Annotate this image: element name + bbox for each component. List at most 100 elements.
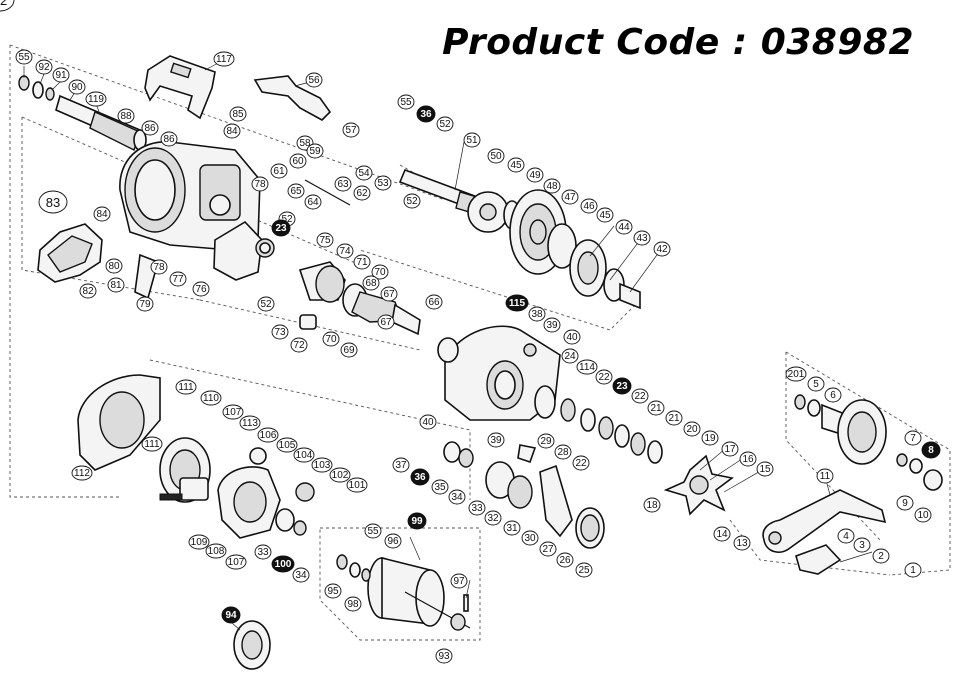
- part-callout-34-badge: [292, 567, 310, 583]
- part-callout-4-badge: [837, 528, 855, 544]
- part-callout-110-badge: [200, 390, 222, 406]
- part-callout-85-badge: [229, 106, 247, 122]
- part-callout-7: 7: [910, 433, 916, 444]
- part-callout-23-badge: [612, 377, 632, 395]
- part-callout-67: 67: [380, 317, 392, 328]
- part-callout-23-badge: [271, 219, 291, 237]
- part-callout-47: 47: [564, 192, 576, 203]
- part-callout-74-badge: [336, 243, 354, 259]
- part-callout-36: 36: [420, 109, 432, 120]
- part-callout-61-badge: [270, 163, 288, 179]
- part-callout-70-badge: [371, 264, 389, 280]
- part-callout-36: 36: [414, 472, 426, 483]
- part-callout-31: 31: [506, 523, 518, 534]
- part-callout-119: 119: [88, 94, 104, 105]
- long-screw-part: [304, 179, 351, 206]
- part-callout-5: 5: [813, 379, 819, 390]
- part-callout-21: 21: [668, 413, 680, 424]
- part-callout-80-badge: [105, 258, 123, 274]
- part-callout-37: 37: [395, 460, 407, 471]
- part-callout-18: 18: [646, 500, 658, 511]
- part-callout-20-badge: [683, 421, 701, 437]
- part-callout-40-badge: [563, 329, 581, 345]
- part-callout-29-badge: [537, 433, 555, 449]
- part-callout-42: 42: [656, 244, 668, 255]
- part-callout-47-badge: [561, 189, 579, 205]
- part-callout-25-badge: [575, 562, 593, 578]
- part-callout-22: 22: [598, 372, 610, 383]
- part-callout-78-badge: [150, 259, 168, 275]
- part-callout-34-badge: [448, 489, 466, 505]
- part-callout-86-badge: [141, 120, 159, 136]
- part-callout-64: 64: [307, 197, 319, 208]
- part-callout-54: 54: [358, 168, 370, 179]
- part-callout-109-badge: [188, 534, 210, 550]
- cast-control-cluster: [443, 441, 605, 549]
- star-drag-part: [663, 454, 734, 516]
- part-callout-50: 50: [490, 151, 502, 162]
- part-callout-73-badge: [271, 324, 289, 340]
- part-callout-91-badge: [52, 67, 70, 83]
- pinion-assembly-part: [298, 261, 421, 336]
- part-callout-65: 65: [290, 186, 302, 197]
- part-callout-77-badge: [169, 271, 187, 287]
- part-callout-106-badge: [257, 427, 279, 443]
- part-callout-48-badge: [543, 178, 561, 194]
- part-callout-17-badge: [721, 441, 739, 457]
- brake-assembly-part: [159, 437, 315, 539]
- part-callout-14: 14: [716, 529, 728, 540]
- part-callout-9-badge: [896, 495, 914, 511]
- clutch-lever-part: [253, 75, 332, 121]
- part-callout-59: 59: [309, 146, 321, 157]
- part-callout-40-badge: [419, 414, 437, 430]
- part-callout-9: 9: [902, 498, 908, 509]
- part-callout-32-badge: [484, 510, 502, 526]
- part-callout-91: 91: [55, 70, 67, 81]
- part-callout-63: 63: [337, 179, 349, 190]
- part-callout-79: 79: [139, 299, 151, 310]
- part-callout-2-badge: [872, 548, 890, 564]
- part-callout-45-badge: [507, 157, 525, 173]
- part-callout-36-badge: [416, 105, 436, 123]
- part-callout-7-badge: [904, 430, 922, 446]
- part-callout-15-badge: [756, 461, 774, 477]
- part-callout-1-badge: [904, 562, 922, 578]
- part-callout-110: 110: [203, 393, 219, 404]
- part-callout-38-badge: [528, 306, 546, 322]
- left-side-cover-part: [77, 374, 161, 471]
- part-callout-78-badge: [251, 176, 269, 192]
- part-callout-97-badge: [450, 573, 468, 589]
- part-callout-77: 77: [172, 274, 184, 285]
- assembly-guide-lines: [9, 44, 951, 641]
- part-callout-95: 95: [327, 586, 339, 597]
- part-callout-16: 16: [742, 454, 754, 465]
- part-callout-26: 26: [559, 555, 571, 566]
- part-callout-112: 112: [74, 468, 90, 479]
- part-callout-92: 92: [38, 62, 50, 73]
- part-callout-6: 6: [830, 390, 836, 401]
- part-callout-30: 30: [524, 533, 536, 544]
- part-callout-4: 4: [843, 531, 849, 542]
- top-cover-part: [144, 55, 216, 120]
- part-callout-17: 17: [724, 444, 736, 455]
- side-plate-part: [213, 220, 275, 281]
- part-callout-11-badge: [816, 468, 834, 484]
- part-callout-101: 101: [349, 480, 366, 491]
- part-callout-90-badge: [68, 79, 86, 95]
- part-callout-82: 82: [82, 286, 94, 297]
- part-callout-12-badge: [0, 0, 15, 12]
- main-gear-shaft-part: [398, 168, 509, 233]
- part-callout-21: 21: [650, 403, 662, 414]
- part-callout-35-badge: [431, 479, 449, 495]
- part-callout-55: 55: [18, 52, 30, 63]
- part-callout-55-badge: [364, 523, 382, 539]
- part-callout-39-badge: [487, 432, 505, 448]
- part-callout-14-badge: [713, 526, 731, 542]
- part-callout-78: 78: [254, 179, 266, 190]
- part-callout-45: 45: [510, 160, 522, 171]
- part-callout-43: 43: [636, 233, 648, 244]
- part-callout-13-badge: [733, 535, 751, 551]
- part-callout-15: 15: [759, 464, 771, 475]
- part-callout-55: 55: [367, 526, 379, 537]
